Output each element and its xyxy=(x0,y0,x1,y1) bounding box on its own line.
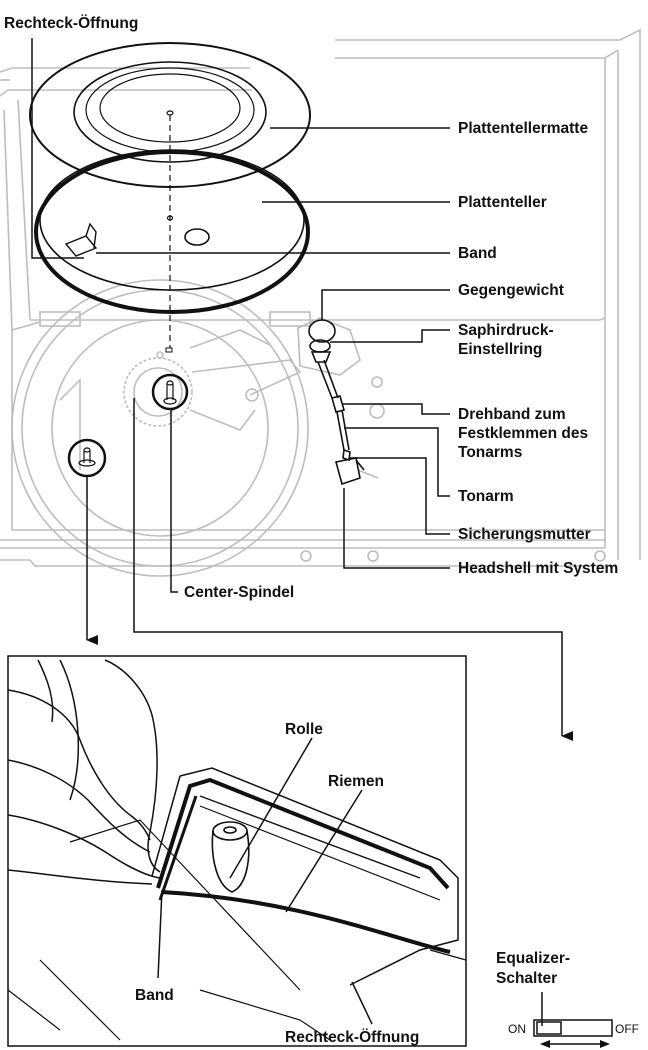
label-gegengewicht: Gegengewicht xyxy=(458,282,564,299)
label-rechteck-oeffnung-top: Rechteck-Öffnung xyxy=(4,15,138,32)
switch-arrow-left xyxy=(540,1040,550,1048)
axis-marker xyxy=(165,347,173,353)
roller-drawing xyxy=(211,821,250,893)
label-saphirdruck-line2: Einstellring xyxy=(458,341,542,358)
label-tonarm: Tonarm xyxy=(458,488,514,505)
label-riemen: Riemen xyxy=(328,773,384,790)
label-equalizer-line1: Equalizer- xyxy=(496,950,570,967)
detail-frame xyxy=(7,655,467,1047)
label-band-top: Band xyxy=(458,245,497,262)
label-headshell: Headshell mit System xyxy=(458,560,618,577)
detail-leader-lines xyxy=(157,737,373,1025)
label-center-spindel: Center-Spindel xyxy=(184,584,294,601)
label-plattentellermatte: Plattentellermatte xyxy=(458,120,588,137)
switch-housing xyxy=(533,1019,613,1037)
label-drehband-line3: Tonarms xyxy=(458,444,522,461)
switch-arrow-right xyxy=(600,1040,610,1048)
opening-drawing xyxy=(7,767,467,1041)
label-rolle: Rolle xyxy=(285,721,323,738)
switch-off-label: OFF xyxy=(615,1022,639,1036)
switch-knob xyxy=(536,1021,562,1035)
hand-drawing xyxy=(7,659,161,885)
equalizer-switch: Equalizer- Schalter ON OFF xyxy=(496,950,639,1048)
label-drehband-line2: Festklemmen des xyxy=(458,425,588,442)
switch-on-label: ON xyxy=(508,1022,526,1036)
leader-lines xyxy=(31,38,573,741)
tonearm-drawing xyxy=(308,319,365,486)
label-plattenteller: Plattenteller xyxy=(458,194,547,211)
pulley-circle-drawing xyxy=(67,438,107,478)
turntable-base-drawing xyxy=(0,28,641,577)
label-saphirdruck-line1: Saphirdruck- xyxy=(458,322,554,339)
platter-drawing xyxy=(34,149,310,314)
label-equalizer-line2: Schalter xyxy=(496,970,557,987)
label-sicherungsmutter: Sicherungsmutter xyxy=(458,526,591,543)
label-band-detail: Band xyxy=(135,987,174,1004)
detail-inset: Rolle Riemen Band Rechteck-Öffnung xyxy=(7,655,467,1047)
label-drehband-line1: Drehband zum xyxy=(458,406,566,423)
center-spindle-drawing xyxy=(151,373,189,411)
label-rechteck-oeffnung-detail: Rechteck-Öffnung xyxy=(285,1029,419,1046)
